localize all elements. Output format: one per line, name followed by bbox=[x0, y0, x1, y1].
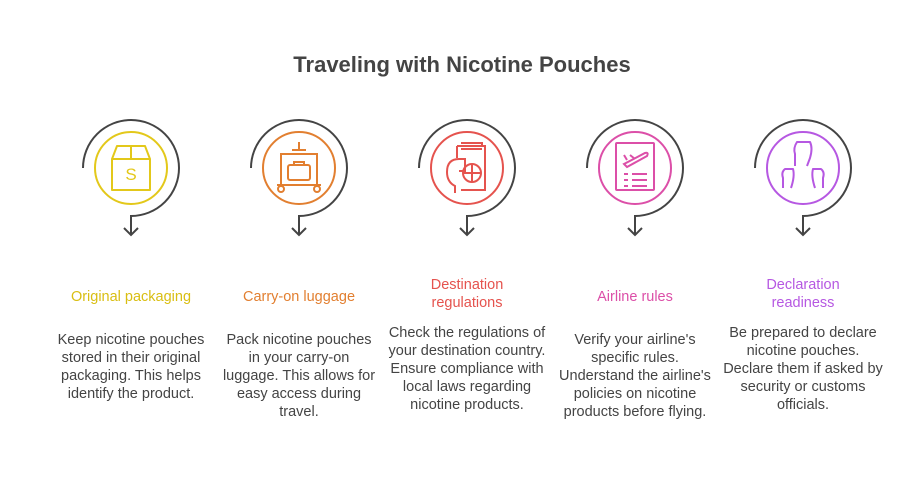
arrow-arc bbox=[250, 119, 348, 237]
icon-circle bbox=[598, 131, 672, 205]
arrow-arc bbox=[586, 119, 684, 237]
step-5-graphic bbox=[754, 119, 852, 237]
box-icon: S bbox=[111, 145, 151, 191]
icon-circle bbox=[766, 131, 840, 205]
raised-hands-icon bbox=[781, 141, 825, 189]
arrow-arc bbox=[754, 119, 852, 237]
step-airline-rules: Airline rules Verify your airline's spec… bbox=[555, 279, 715, 421]
step-description: Verify your airline's specific rules. Un… bbox=[559, 332, 711, 420]
step-label: Destination regulations bbox=[430, 277, 504, 311]
arrow-arc bbox=[82, 119, 180, 237]
step-label: Original packaging bbox=[70, 289, 192, 305]
flight-document-icon bbox=[615, 142, 655, 191]
step-carry-on-luggage: Carry-on luggage Pack nicotine pouches i… bbox=[219, 279, 379, 421]
step-declaration-readiness: Declaration readiness Be prepared to dec… bbox=[723, 276, 883, 414]
icon-circle bbox=[262, 131, 336, 205]
step-1-graphic: S bbox=[82, 119, 180, 237]
step-destination-regulations: Destination regulations Check the regula… bbox=[387, 276, 547, 414]
step-2-graphic bbox=[250, 119, 348, 237]
icon-circle bbox=[94, 131, 168, 205]
step-4-graphic bbox=[586, 119, 684, 237]
luggage-cart-icon bbox=[277, 142, 321, 193]
step-description: Keep nicotine pouches stored in their or… bbox=[57, 332, 205, 402]
arrow-arc bbox=[418, 119, 516, 237]
icon-circle bbox=[430, 131, 504, 205]
step-description: Check the regulations of your destinatio… bbox=[388, 325, 546, 413]
svg-text:S: S bbox=[125, 165, 136, 184]
step-label: Declaration readiness bbox=[766, 277, 840, 311]
passport-icon bbox=[445, 142, 486, 193]
step-description: Pack nicotine pouches in your carry-on l… bbox=[222, 332, 376, 420]
step-original-packaging: Original packaging Keep nicotine pouches… bbox=[51, 279, 211, 403]
step-description: Be prepared to declare nicotine pouches.… bbox=[723, 325, 883, 413]
step-label: Carry-on luggage bbox=[242, 289, 356, 305]
step-3-graphic bbox=[418, 119, 516, 237]
step-label: Airline rules bbox=[597, 289, 673, 305]
page-title: Traveling with Nicotine Pouches bbox=[293, 52, 631, 77]
